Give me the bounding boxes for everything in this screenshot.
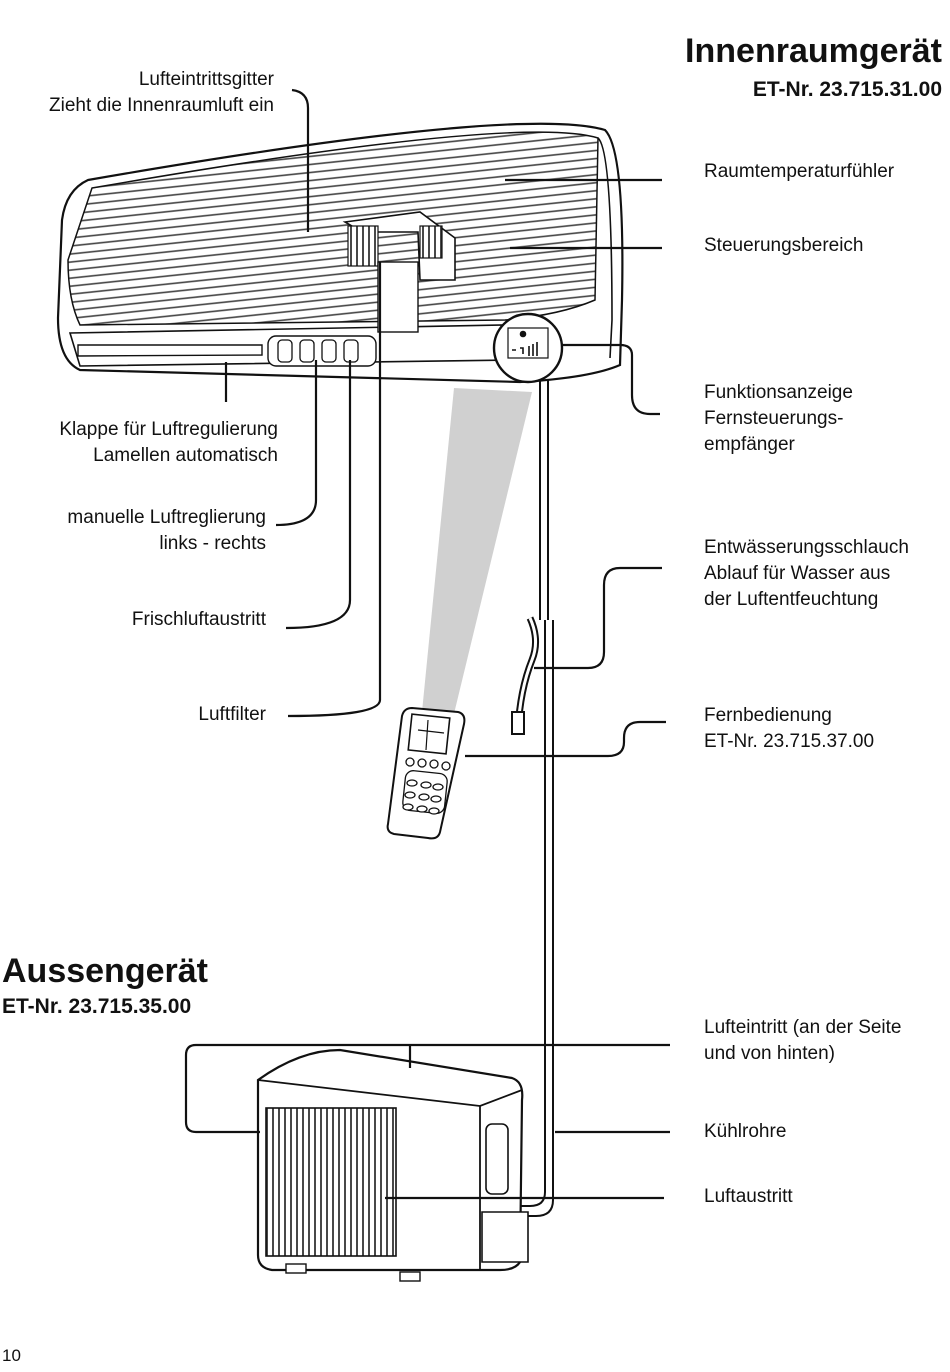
label-drain-hose: Entwässerungsschlauch Ablauf für Wasser … xyxy=(704,535,909,613)
leader-lines xyxy=(184,88,670,1200)
label-function-display: Funktionsanzeige Fernsteuerungs- empfäng… xyxy=(704,380,853,458)
label-outdoor-air-inlet-line1: Lufteintritt (an der Seite xyxy=(704,1017,902,1038)
label-remote: Fernbedienung ET-Nr. 23.715.37.00 xyxy=(704,703,874,755)
label-drain-hose-line2: Ablauf für Wasser aus xyxy=(704,563,891,584)
label-air-inlet-grille-line1: Lufteintrittsgitter xyxy=(138,69,274,90)
label-manual-air: manuelle Luftreglierung links - rechts xyxy=(67,505,266,557)
label-cooling-pipes-line1: Kühlrohre xyxy=(704,1121,787,1142)
label-air-outlet-line1: Luftaustritt xyxy=(704,1186,793,1207)
label-air-inlet-grille: Lufteintrittsgitter Zieht die Innenrauml… xyxy=(49,67,274,119)
label-control-area-line1: Steuerungsbereich xyxy=(704,235,864,256)
label-function-display-line1: Funktionsanzeige xyxy=(704,382,853,403)
indoor-unit-part-number: ET-Nr. 23.715.31.00 xyxy=(752,78,942,101)
label-remote-line2: ET-Nr. 23.715.37.00 xyxy=(704,731,875,752)
label-manual-air-line2: links - rechts xyxy=(159,533,266,554)
label-room-temp-sensor-line1: Raumtemperaturfühler xyxy=(704,161,895,182)
label-air-filter-line1: Luftfilter xyxy=(198,704,266,725)
pipes-and-hose xyxy=(511,380,554,1217)
label-flap: Klappe für Luftregulierung Lamellen auto… xyxy=(59,417,278,469)
label-flap-line1: Klappe für Luftregulierung xyxy=(59,419,278,440)
outdoor-unit-drawing xyxy=(256,1048,529,1282)
remote-control-drawing xyxy=(386,706,466,840)
label-air-filter: Luftfilter xyxy=(198,702,266,728)
label-manual-air-line1: manuelle Luftreglierung xyxy=(67,507,266,528)
label-outdoor-air-inlet-line2: und von hinten) xyxy=(704,1043,835,1064)
label-flap-line2: Lamellen automatisch xyxy=(93,445,278,466)
indoor-unit-drawing xyxy=(56,122,624,384)
label-function-display-line3: empfänger xyxy=(704,434,795,455)
label-control-area: Steuerungsbereich xyxy=(704,233,864,259)
label-air-inlet-grille-line2: Zieht die Innenraumluft ein xyxy=(49,95,274,116)
label-outdoor-air-inlet: Lufteintritt (an der Seite und von hinte… xyxy=(704,1015,902,1067)
label-fresh-air-outlet-line1: Frischluftaustritt xyxy=(131,609,266,630)
infrared-beam xyxy=(422,388,532,722)
outdoor-unit-part-number: ET-Nr. 23.715.35.00 xyxy=(2,995,192,1018)
page-number: 10 xyxy=(2,1346,21,1365)
label-drain-hose-line3: der Luftentfeuchtung xyxy=(704,589,879,610)
label-drain-hose-line1: Entwässerungsschlauch xyxy=(704,537,909,558)
indoor-unit-title: Innenraumgerät xyxy=(685,32,942,70)
label-remote-line1: Fernbedienung xyxy=(704,705,832,726)
label-function-display-line2: Fernsteuerungs- xyxy=(704,408,844,429)
label-fresh-air-outlet: Frischluftaustritt xyxy=(132,607,266,633)
label-room-temp-sensor: Raumtemperaturfühler xyxy=(704,159,894,185)
label-air-outlet: Luftaustritt xyxy=(704,1184,793,1210)
outdoor-unit-title: Aussengerät xyxy=(2,952,208,990)
label-cooling-pipes: Kühlrohre xyxy=(704,1119,786,1145)
